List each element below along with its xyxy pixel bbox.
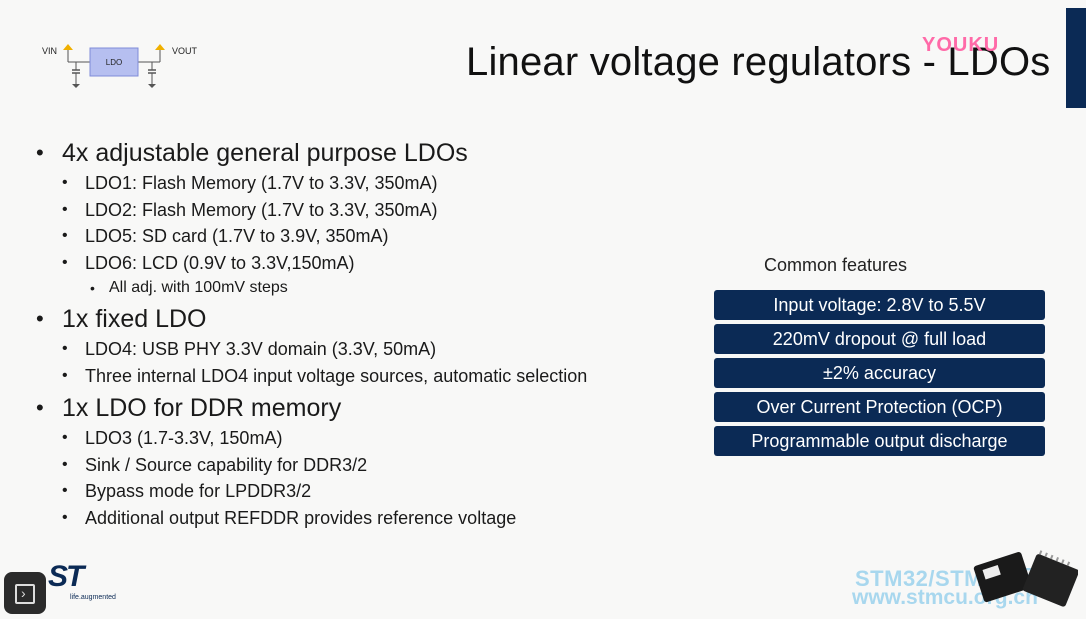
feature-item: Over Current Protection (OCP) xyxy=(714,392,1045,422)
vout-supply-icon xyxy=(155,44,165,50)
bullet-subitem: LDO4: USB PHY 3.3V domain (3.3V, 50mA) xyxy=(36,336,696,363)
expand-button[interactable]: › xyxy=(4,572,46,614)
bullet-item: 1x LDO for DDR memory xyxy=(36,393,696,423)
bullet-item: 1x fixed LDO xyxy=(36,304,696,334)
chevron-right-icon: › xyxy=(21,585,26,601)
ground-icon xyxy=(72,84,80,88)
bullet-subitem: LDO5: SD card (1.7V to 3.9V, 350mA) xyxy=(36,223,696,250)
bullet-subitem: Bypass mode for LPDDR3/2 xyxy=(36,478,696,505)
st-logo-tagline: life.augmented xyxy=(70,594,116,601)
bullet-subitem: LDO3 (1.7-3.3V, 150mA) xyxy=(36,425,696,452)
feature-item: Programmable output discharge xyxy=(714,426,1045,456)
diagram-vout-label: VOUT xyxy=(172,46,198,56)
bullet-subitem: Additional output REFDDR provides refere… xyxy=(36,505,696,532)
ldo-block xyxy=(89,47,139,77)
chip-icon xyxy=(973,550,1078,607)
expand-icon xyxy=(15,584,35,604)
slide-title: Linear voltage regulators - LDOs xyxy=(466,40,1051,84)
vin-supply-icon xyxy=(63,44,73,50)
ground-icon xyxy=(148,84,156,88)
st-logo-text: ST xyxy=(48,560,84,593)
ldo-diagram: VIN VOUT LDO xyxy=(42,44,198,88)
features-list: Input voltage: 2.8V to 5.5V 220mV dropou… xyxy=(714,290,1045,460)
diagram-block-label: LDO xyxy=(106,58,122,67)
bullet-subitem: LDO1: Flash Memory (1.7V to 3.3V, 350mA) xyxy=(36,170,696,197)
feature-item: ±2% accuracy xyxy=(714,358,1045,388)
bullet-list: 4x adjustable general purpose LDOs LDO1:… xyxy=(36,138,696,531)
st-logo: ST life.augmented xyxy=(40,560,116,606)
accent-bar xyxy=(1066,8,1086,108)
bullet-subitem: Three internal LDO4 input voltage source… xyxy=(36,363,696,390)
bullet-subitem: Sink / Source capability for DDR3/2 xyxy=(36,452,696,479)
diagram-vin-label: VIN xyxy=(42,46,57,56)
feature-item: 220mV dropout @ full load xyxy=(714,324,1045,354)
bullet-subsubitem: All adj. with 100mV steps xyxy=(36,276,696,300)
feature-item: Input voltage: 2.8V to 5.5V xyxy=(714,290,1045,320)
bullet-subitem: LDO6: LCD (0.9V to 3.3V,150mA) xyxy=(36,250,696,277)
bullet-subitem: LDO2: Flash Memory (1.7V to 3.3V, 350mA) xyxy=(36,197,696,224)
bullet-item: 4x adjustable general purpose LDOs xyxy=(36,138,696,168)
youku-watermark: YOUKU xyxy=(922,34,1000,56)
features-heading: Common features xyxy=(764,255,908,275)
